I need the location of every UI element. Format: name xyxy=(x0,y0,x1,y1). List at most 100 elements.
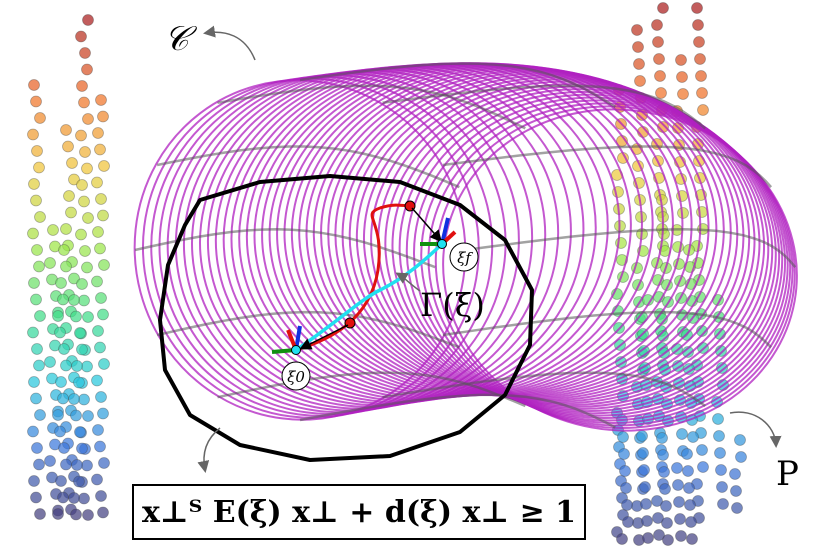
right-point xyxy=(674,513,686,525)
right-point xyxy=(673,496,685,508)
right-point xyxy=(695,70,707,82)
left-point xyxy=(78,195,90,208)
right-point xyxy=(730,485,742,497)
right-point xyxy=(697,461,709,473)
left-point xyxy=(30,491,42,504)
right-point xyxy=(633,58,645,70)
left-point xyxy=(33,260,45,273)
left-point xyxy=(82,311,94,323)
left-point xyxy=(60,223,72,235)
point-cloud-right xyxy=(611,2,747,546)
left-point xyxy=(70,508,82,521)
right-point xyxy=(682,465,694,477)
cyan-curve xyxy=(295,242,444,352)
left-point xyxy=(27,326,39,339)
left-point xyxy=(75,30,87,43)
left-point xyxy=(28,79,40,91)
left-point xyxy=(52,508,64,520)
right-point xyxy=(694,53,706,65)
xi0-label-circle xyxy=(281,361,311,391)
right-point xyxy=(638,464,650,476)
right-point xyxy=(677,88,689,100)
right-point xyxy=(634,75,646,87)
right-point xyxy=(675,54,687,66)
left-point xyxy=(68,294,80,306)
right-point xyxy=(712,413,724,425)
left-point xyxy=(57,293,69,306)
right-point xyxy=(619,465,631,477)
left-point xyxy=(75,129,87,142)
left-point xyxy=(82,212,94,224)
left-point xyxy=(98,457,110,469)
right-point xyxy=(714,328,726,340)
left-point xyxy=(68,393,80,405)
left-point xyxy=(94,440,106,453)
tube-seam xyxy=(464,228,797,269)
left-point xyxy=(68,272,80,285)
left-point xyxy=(28,475,40,487)
right-point xyxy=(691,2,703,14)
tube-ring xyxy=(398,90,784,417)
left-point xyxy=(95,94,107,106)
left-point xyxy=(44,257,56,269)
right-point xyxy=(620,482,632,494)
tube-ring xyxy=(405,93,787,420)
red-curve xyxy=(295,203,411,352)
right-point xyxy=(687,431,699,443)
left-point xyxy=(30,194,42,207)
left-point xyxy=(91,473,103,486)
right-point xyxy=(660,500,672,512)
projection-arrow-bottom xyxy=(299,324,349,350)
left-point xyxy=(75,228,87,241)
right-point xyxy=(652,512,664,524)
left-point xyxy=(78,492,90,505)
right-point xyxy=(681,448,693,460)
tube-ring xyxy=(420,99,792,424)
right-point xyxy=(676,428,688,440)
tube-ring xyxy=(362,78,766,407)
right-point xyxy=(715,464,727,476)
left-point xyxy=(91,374,103,387)
left-point xyxy=(30,95,42,108)
left-point xyxy=(28,376,40,388)
left-point xyxy=(31,145,43,157)
constraint-arrow xyxy=(197,427,221,473)
tube-seam xyxy=(299,62,616,109)
tube-seam xyxy=(382,371,706,408)
right-point xyxy=(631,24,643,36)
right-point xyxy=(642,532,654,544)
left-point xyxy=(28,178,40,190)
left-point xyxy=(60,124,72,136)
xif-label-circle xyxy=(449,242,479,272)
left-point xyxy=(91,176,103,189)
right-point xyxy=(656,432,668,444)
left-point xyxy=(81,261,93,274)
left-point xyxy=(44,356,56,368)
tube-seam xyxy=(217,84,526,130)
left-point xyxy=(57,491,69,504)
tube-seam xyxy=(156,145,460,189)
right-point xyxy=(683,482,695,494)
left-point xyxy=(92,424,104,436)
left-point xyxy=(33,359,45,372)
left-point xyxy=(92,127,104,139)
tube-seam xyxy=(217,371,526,408)
right-point xyxy=(686,533,698,545)
left-point xyxy=(95,391,107,403)
tube-seam xyxy=(442,145,773,188)
left-point xyxy=(92,226,104,238)
right-point xyxy=(641,515,653,527)
points-label-arrow xyxy=(729,411,782,448)
tube-seam xyxy=(382,84,707,130)
left-point xyxy=(79,47,91,59)
right-point xyxy=(685,516,697,528)
right-point xyxy=(636,430,648,442)
right-point xyxy=(618,448,630,460)
left-point xyxy=(98,259,110,271)
left-point xyxy=(82,14,94,26)
gamma-arrow xyxy=(395,272,421,292)
right-point xyxy=(651,19,663,31)
right-point xyxy=(655,87,667,99)
left-point xyxy=(30,392,42,405)
right-point xyxy=(672,479,684,491)
